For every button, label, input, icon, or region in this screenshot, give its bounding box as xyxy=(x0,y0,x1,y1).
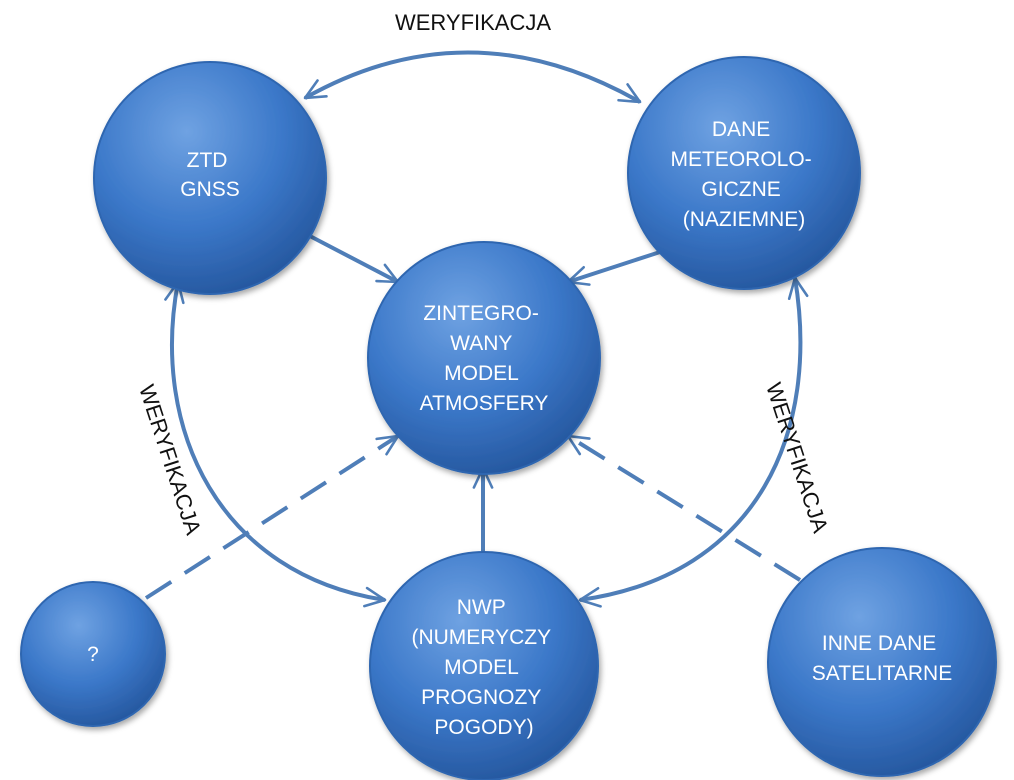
node-ztd-gnss-label: ZTD GNSS xyxy=(180,149,240,201)
satellite-to-model-dashed-arrow xyxy=(566,434,802,582)
unknown-to-model-dashed-arrow xyxy=(144,434,400,600)
right-verification-arrow xyxy=(578,276,809,608)
node-nwp-label: NWP (NUMERYCZY MODEL PROGNOZY POGODY) xyxy=(411,596,556,739)
top-verification-label: WERYFIKACJA xyxy=(395,10,551,35)
node-ztd-gnss: ZTD GNSS xyxy=(93,61,327,295)
ztd-to-model-arrow xyxy=(305,232,400,284)
right-verification-label: WERYFIKACJA xyxy=(761,380,833,536)
node-satellite-data-label: INNE DANE SATELITARNE xyxy=(812,632,952,685)
node-integrated-model: ZINTEGRO- WANY MODEL ATMOSFERY xyxy=(367,241,601,475)
node-meteo-data: DANE METEOROLO- GICZNE (NAZIEMNE) xyxy=(627,56,861,290)
node-satellite-data: INNE DANE SATELITARNE xyxy=(767,547,997,777)
top-verification-arrow xyxy=(303,50,642,104)
left-verification-arrow xyxy=(164,280,387,608)
meteo-to-model-arrow xyxy=(566,250,661,286)
node-integrated-model-label: ZINTEGRO- WANY MODEL ATMOSFERY xyxy=(420,302,549,415)
node-meteo-data-label: DANE METEOROLO- GICZNE (NAZIEMNE) xyxy=(670,118,817,231)
node-unknown-label: ? xyxy=(87,643,99,666)
node-nwp: NWP (NUMERYCZY MODEL PROGNOZY POGODY) xyxy=(369,551,599,780)
node-unknown: ? xyxy=(20,581,166,727)
